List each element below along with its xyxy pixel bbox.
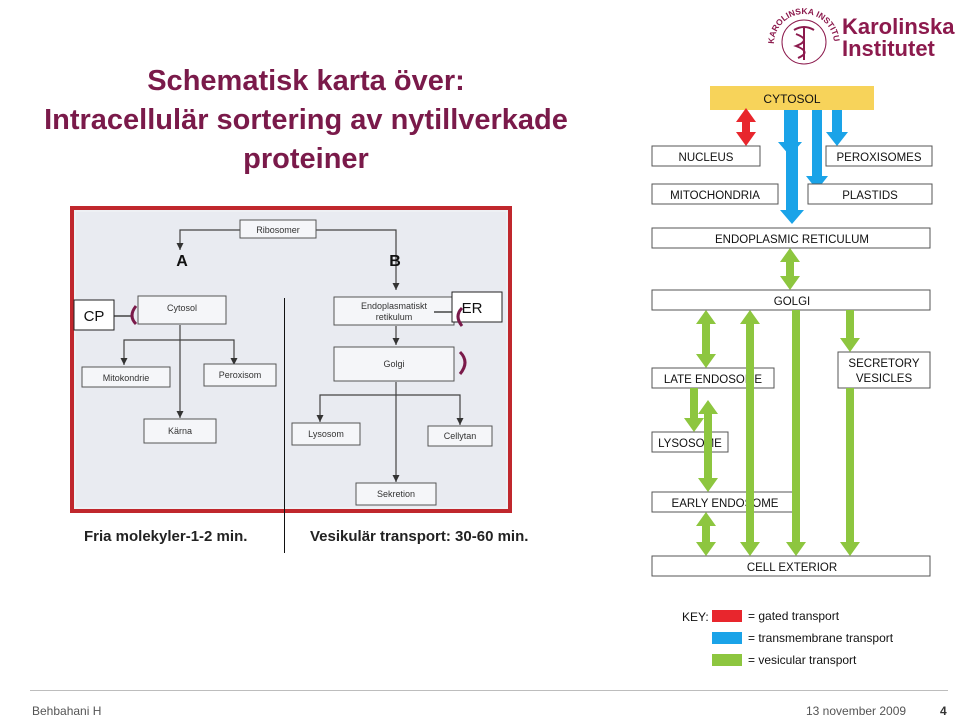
label-peroxisom: Peroxisom xyxy=(219,370,262,380)
curved-arrow-golgi-icon xyxy=(458,350,467,375)
transmembrane-arrow-peroxisomes-icon xyxy=(826,110,848,146)
title-line-2: Intracellulär sortering av nytillverkade xyxy=(44,104,568,136)
key-label: KEY: xyxy=(682,610,709,624)
footer-rule xyxy=(30,690,948,691)
vesicular-arrow-golgi-exterior-2-icon xyxy=(786,310,806,556)
label-cellytan: Cellytan xyxy=(444,431,477,441)
box-cytosol-bar xyxy=(710,86,874,110)
box-karna xyxy=(143,418,217,444)
footer-date: 13 november 2009 xyxy=(806,704,907,718)
title-line-1: Schematisk karta över: xyxy=(147,65,465,97)
footer-page-number: 4 xyxy=(940,704,947,718)
transmembrane-arrows xyxy=(778,110,848,224)
vesicular-arrow-late-early-icon xyxy=(698,400,718,492)
curved-arrow-cp-icon xyxy=(130,305,138,326)
karolinska-logo: KAROLINSKA INSTITUTET xyxy=(764,4,842,65)
label-golgi-right: GOLGI xyxy=(774,296,810,308)
key-item-vesicular: = vesicular transport xyxy=(748,653,857,667)
transmembrane-arrow-er-icon xyxy=(780,110,804,224)
label-cell-exterior: CELL EXTERIOR xyxy=(747,562,837,574)
label-sekretion: Sekretion xyxy=(377,489,415,499)
box-cytosol xyxy=(137,295,227,325)
box-nucleus xyxy=(651,145,761,167)
label-plastids: PLASTIDS xyxy=(842,190,898,202)
box-golgi xyxy=(333,346,455,382)
curved-arrow-icons xyxy=(130,305,467,375)
label-late-endosome: LATE ENDOSOME xyxy=(664,374,763,386)
key-item-transmembrane: = transmembrane transport xyxy=(748,631,894,645)
label-golgi: Golgi xyxy=(383,359,404,369)
box-lysosom xyxy=(291,422,361,446)
label-er-line2: retikulum xyxy=(376,312,413,322)
box-cell-exterior xyxy=(651,555,931,577)
box-peroxisomes xyxy=(825,145,933,167)
vesicular-arrow-secretory-exterior-icon xyxy=(840,388,860,556)
box-golgi-right xyxy=(651,289,931,311)
slide-title: Schematisk karta över: Intracellulär sor… xyxy=(0,62,612,179)
box-peroxisom xyxy=(203,363,277,387)
vesicular-arrow-er-golgi-icon xyxy=(780,248,800,290)
marker-a: A xyxy=(176,253,188,270)
seal-ring xyxy=(781,19,827,65)
tag-cp: CP xyxy=(84,308,105,325)
logo-wordmark: Karolinska Institutet xyxy=(842,14,955,61)
label-ribosomer: Ribosomer xyxy=(256,225,300,235)
caption-divider xyxy=(284,298,285,553)
box-mitokondrie xyxy=(81,366,171,388)
transmembrane-arrow-plastids-icon xyxy=(806,110,828,190)
vesicular-arrows xyxy=(684,248,860,556)
box-er xyxy=(333,296,455,326)
key-swatch-gated xyxy=(712,610,742,622)
label-lysosom: Lysosom xyxy=(308,429,344,439)
connector-lines xyxy=(120,229,464,482)
label-cytosol: Cytosol xyxy=(167,303,197,313)
box-mitochondria xyxy=(651,183,779,205)
label-er-line1: Endoplasmatiskt xyxy=(361,301,428,311)
key-item-gated: = gated transport xyxy=(748,609,840,623)
transport-diagram-right: CYTOSOL NUCLEUS xyxy=(651,86,933,667)
vesicular-arrow-golgi-secretory-icon xyxy=(840,310,860,352)
key-swatch-vesicular xyxy=(712,654,742,666)
tag-cp-box xyxy=(73,299,115,331)
box-secretory-vesicles xyxy=(837,351,931,389)
label-early-endosome: EARLY ENDOSOME xyxy=(672,498,779,510)
gated-arrow-icon xyxy=(736,108,756,146)
label-cytosol-bar: CYTOSOL xyxy=(763,92,820,106)
marker-b: B xyxy=(389,253,401,270)
vesicular-arrow-late-lysosome-icon xyxy=(684,388,704,432)
key-swatch-transmembrane xyxy=(712,632,742,644)
tag-er-box xyxy=(451,291,503,323)
label-peroxisomes: PEROXISOMES xyxy=(837,152,922,164)
label-mitochondria: MITOCHONDRIA xyxy=(670,190,760,202)
curved-arrow-er-icon xyxy=(456,306,464,327)
label-lysosome: LYSOSOME xyxy=(658,438,722,450)
box-plastids xyxy=(807,183,933,205)
box-endoplasmic-reticulum xyxy=(651,227,931,249)
caption-vesicular-transport: Vesikulär transport: 30-60 min. xyxy=(310,528,529,545)
label-nucleus: NUCLEUS xyxy=(679,152,734,164)
label-endoplasmic-reticulum: ENDOPLASMIC RETICULUM xyxy=(715,234,869,246)
box-ribosomer xyxy=(239,219,317,239)
box-late-endosome xyxy=(651,367,775,389)
label-secretory-line1: SECRETORY xyxy=(848,358,919,370)
label-karna: Kärna xyxy=(168,426,192,436)
vesicular-arrow-golgi-exterior-icon xyxy=(740,310,760,556)
seal-emblem-icon xyxy=(793,26,815,60)
label-secretory-line2: VESICLES xyxy=(856,373,913,385)
sorting-map-left: Ribosomer Cytosol Endoplasmatiskt retiku… xyxy=(70,206,512,513)
footer-author: Behbahani H xyxy=(32,704,102,718)
vesicular-arrow-early-exterior-icon xyxy=(696,512,716,556)
box-sekretion xyxy=(355,482,437,506)
label-mitokondrie: Mitokondrie xyxy=(103,373,150,383)
caption-free-molecules: Fria molekyler-1-2 min. xyxy=(84,528,248,545)
title-line-3: proteiner xyxy=(243,143,369,175)
vesicular-arrow-golgi-late-endosome-icon xyxy=(696,310,716,368)
box-cellytan xyxy=(427,425,493,447)
tag-er: ER xyxy=(462,300,483,317)
